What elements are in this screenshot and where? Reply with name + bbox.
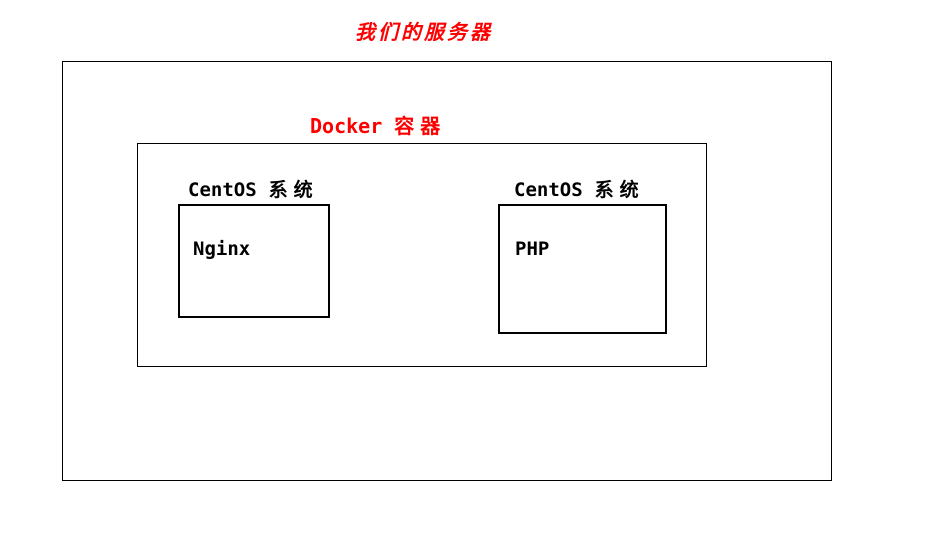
- docker-container-label: Docker 容器: [310, 110, 446, 139]
- centos-label-nginx: CentOS 系统: [188, 175, 319, 202]
- centos-box-php: [498, 204, 667, 334]
- centos-label-php-zh: 系统: [594, 179, 645, 201]
- centos-box-nginx: [178, 204, 330, 318]
- centos-label-nginx-en: CentOS: [188, 179, 257, 201]
- docker-label-zh: 容器: [394, 114, 447, 138]
- php-label: PHP: [515, 238, 550, 260]
- nginx-label: Nginx: [193, 238, 251, 260]
- diagram-title: 我们的服务器: [355, 20, 493, 44]
- centos-label-php: CentOS 系统: [514, 175, 645, 202]
- docker-label-en: Docker: [310, 114, 383, 138]
- centos-label-nginx-zh: 系统: [268, 179, 319, 201]
- centos-label-php-en: CentOS: [514, 179, 583, 201]
